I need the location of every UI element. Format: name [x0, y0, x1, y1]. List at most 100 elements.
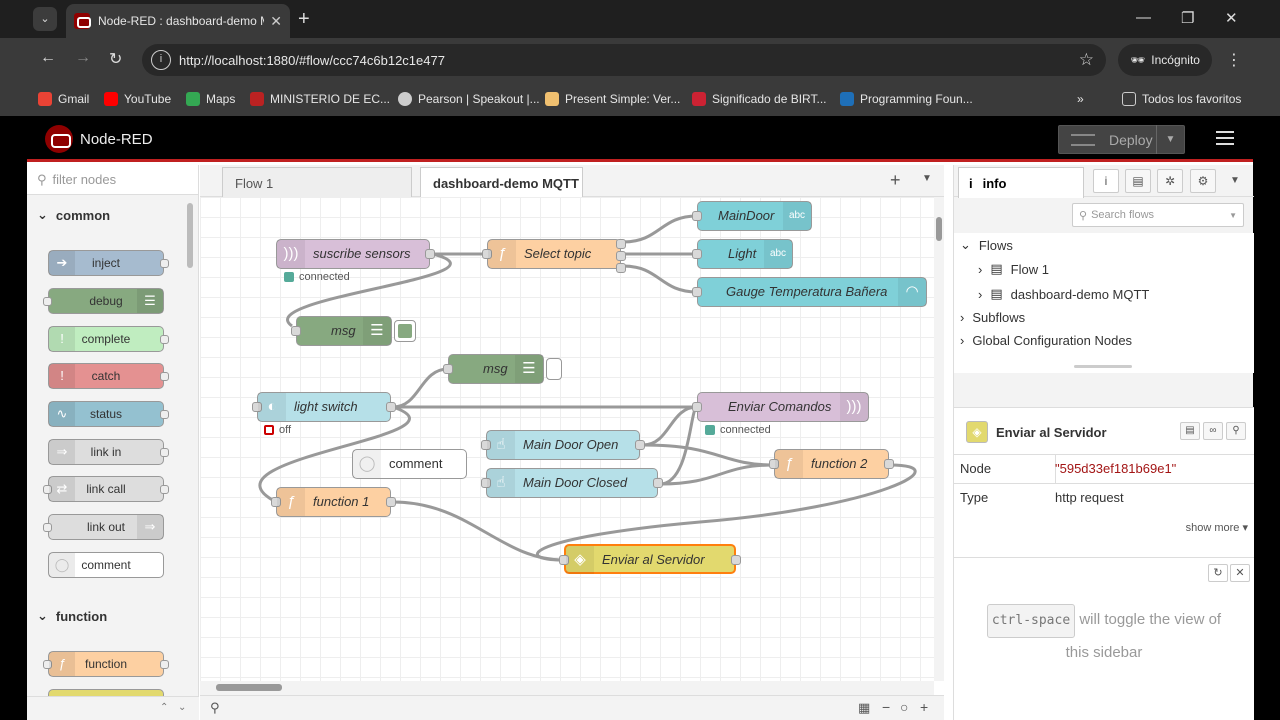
- expand-all-icon[interactable]: ⌄: [178, 702, 187, 713]
- input-port[interactable]: [481, 440, 491, 450]
- flow-canvas[interactable]: ))) suscribe sensors connected ƒ Select …: [200, 197, 934, 681]
- zoom-reset-icon[interactable]: ○: [900, 699, 909, 715]
- close-tip-icon[interactable]: ✕: [1230, 564, 1250, 582]
- input-port[interactable]: [481, 478, 491, 488]
- book-icon[interactable]: ▤: [1180, 422, 1200, 440]
- node-light-switch[interactable]: ◐ light switch: [252, 392, 396, 422]
- flow-list-icon[interactable]: ▼: [922, 173, 932, 184]
- node-main-door-closed[interactable]: ☝ Main Door Closed: [481, 468, 663, 498]
- search-icon[interactable]: ⚲: [210, 700, 220, 715]
- all-bookmarks[interactable]: Todos los favoritos: [1122, 89, 1241, 109]
- omnibox[interactable]: i http://localhost:1880/#flow/ccc74c6b12…: [142, 44, 1106, 76]
- node-msg-debug-1[interactable]: msg ☰: [291, 316, 392, 346]
- horizontal-scroll-thumb[interactable]: [216, 684, 282, 691]
- node-comment[interactable]: ◯ comment: [352, 449, 467, 479]
- input-port[interactable]: [43, 660, 52, 669]
- output-port[interactable]: [386, 402, 396, 412]
- tab-flow-1[interactable]: Flow 1: [222, 167, 412, 198]
- palette-node-link-call[interactable]: ⇄link call: [43, 476, 169, 502]
- browser-menu-icon[interactable]: ⋮: [1226, 52, 1242, 69]
- output-port[interactable]: [160, 335, 169, 344]
- bookmark-maps[interactable]: Maps: [186, 89, 235, 109]
- palette-node-status[interactable]: ∿status: [48, 401, 169, 427]
- bookmark-gmail[interactable]: Gmail: [38, 89, 89, 109]
- tab-dashboard-demo-mqtt[interactable]: dashboard-demo MQTT: [420, 167, 583, 198]
- back-icon[interactable]: ←: [40, 49, 56, 66]
- palette-node-debug[interactable]: debug☰: [43, 288, 164, 314]
- search-caret-icon[interactable]: ▼: [1229, 210, 1237, 220]
- input-port[interactable]: [692, 211, 702, 221]
- zoom-out-icon[interactable]: −: [882, 699, 891, 715]
- help-book-icon[interactable]: ▤: [1125, 169, 1151, 193]
- node-select-topic[interactable]: ƒ Select topic: [482, 239, 626, 273]
- zoom-in-icon[interactable]: +: [920, 699, 929, 715]
- tab-search-button[interactable]: ⌄: [33, 7, 57, 31]
- input-port[interactable]: [769, 459, 779, 469]
- sidebar-menu-caret-icon[interactable]: ▼: [1230, 175, 1240, 186]
- bookmark-present-simple[interactable]: Present Simple: Ver...: [545, 89, 680, 109]
- bookmark-ministerio[interactable]: MINISTERIO DE EC...: [250, 89, 390, 109]
- input-port[interactable]: [559, 555, 569, 565]
- output-port[interactable]: [653, 478, 663, 488]
- input-port[interactable]: [43, 523, 52, 532]
- tree-flows[interactable]: ⌄Flows: [960, 237, 1013, 253]
- palette-node-complete[interactable]: !complete: [48, 326, 169, 352]
- output-port[interactable]: [425, 249, 435, 259]
- show-more-link[interactable]: show more ▾: [1185, 522, 1248, 534]
- bookmark-programming[interactable]: Programming Foun...: [840, 89, 973, 109]
- input-port[interactable]: [482, 249, 492, 259]
- palette-node-link-out[interactable]: link out⇒: [43, 514, 164, 540]
- input-port[interactable]: [43, 297, 52, 306]
- palette-node-catch[interactable]: !catch: [48, 363, 169, 389]
- debug-bug-icon[interactable]: ✲: [1157, 169, 1183, 193]
- palette-category-common[interactable]: ⌄common: [37, 207, 111, 223]
- canvas-horizontal-scrollbar[interactable]: [200, 681, 934, 695]
- node-msg-debug-2[interactable]: msg ☰: [443, 354, 544, 384]
- settings-gear-icon[interactable]: ⚙: [1190, 169, 1216, 193]
- search-flows-input[interactable]: ⚲Search flows▼: [1072, 203, 1244, 227]
- output-port[interactable]: [635, 440, 645, 450]
- info-tab-icon[interactable]: i: [1093, 169, 1119, 193]
- palette-node-comment[interactable]: ◯comment: [48, 552, 164, 578]
- close-tab-icon[interactable]: ✕: [270, 12, 282, 29]
- input-port[interactable]: [43, 485, 52, 494]
- tree-subflows[interactable]: ›Subflows: [960, 310, 1026, 325]
- palette-node-link-in[interactable]: ⇒link in: [48, 439, 169, 465]
- output-port[interactable]: [731, 555, 741, 565]
- output-port[interactable]: [160, 259, 169, 268]
- incognito-button[interactable]: 🕶 Incógnito: [1118, 44, 1212, 76]
- url-text[interactable]: http://localhost:1880/#flow/ccc74c6b12c1…: [179, 52, 445, 68]
- reload-icon[interactable]: ↻: [109, 51, 123, 68]
- refresh-tip-icon[interactable]: ↻: [1208, 564, 1228, 582]
- node-light[interactable]: Light abc: [692, 239, 793, 269]
- palette-category-function[interactable]: ⌄function: [37, 608, 108, 624]
- node-enviar-comandos[interactable]: Enviar Comandos ))): [692, 392, 869, 422]
- input-port[interactable]: [692, 402, 702, 412]
- minimize-icon[interactable]: —: [1136, 9, 1151, 26]
- output-port[interactable]: [160, 485, 169, 494]
- output-port[interactable]: [160, 448, 169, 457]
- bookmark-star-icon[interactable]: ☆: [1078, 50, 1094, 69]
- input-port[interactable]: [692, 249, 702, 259]
- palette-node-inject[interactable]: ➔inject: [48, 250, 169, 276]
- node-function-2[interactable]: ƒ function 2: [769, 449, 894, 479]
- collapse-all-icon[interactable]: ⌃: [160, 702, 169, 713]
- link-icon[interactable]: ∞: [1203, 422, 1223, 440]
- vertical-scroll-thumb[interactable]: [936, 217, 942, 241]
- output-port-2[interactable]: [616, 251, 626, 261]
- output-port[interactable]: [160, 410, 169, 419]
- deploy-button[interactable]: Deploy ▼: [1058, 125, 1185, 154]
- browser-tab[interactable]: Node-RED : dashboard-demo MQTT ✕: [66, 4, 290, 38]
- output-port[interactable]: [386, 497, 396, 507]
- restore-icon[interactable]: ❐: [1181, 10, 1195, 27]
- bookmark-significado[interactable]: Significado de BIRT...: [692, 89, 827, 109]
- bookmarks-overflow-icon[interactable]: »: [1077, 92, 1084, 106]
- node-main-door-open[interactable]: ☝ Main Door Open: [481, 430, 645, 460]
- palette-filter-input[interactable]: ⚲filter nodes: [27, 165, 198, 195]
- node-maindoor[interactable]: MainDoor abc: [692, 201, 812, 231]
- search-icon[interactable]: ⚲: [1226, 422, 1246, 440]
- input-port[interactable]: [443, 364, 453, 374]
- output-port-3[interactable]: [616, 263, 626, 273]
- bookmark-pearson[interactable]: Pearson | Speakout |...: [398, 89, 540, 109]
